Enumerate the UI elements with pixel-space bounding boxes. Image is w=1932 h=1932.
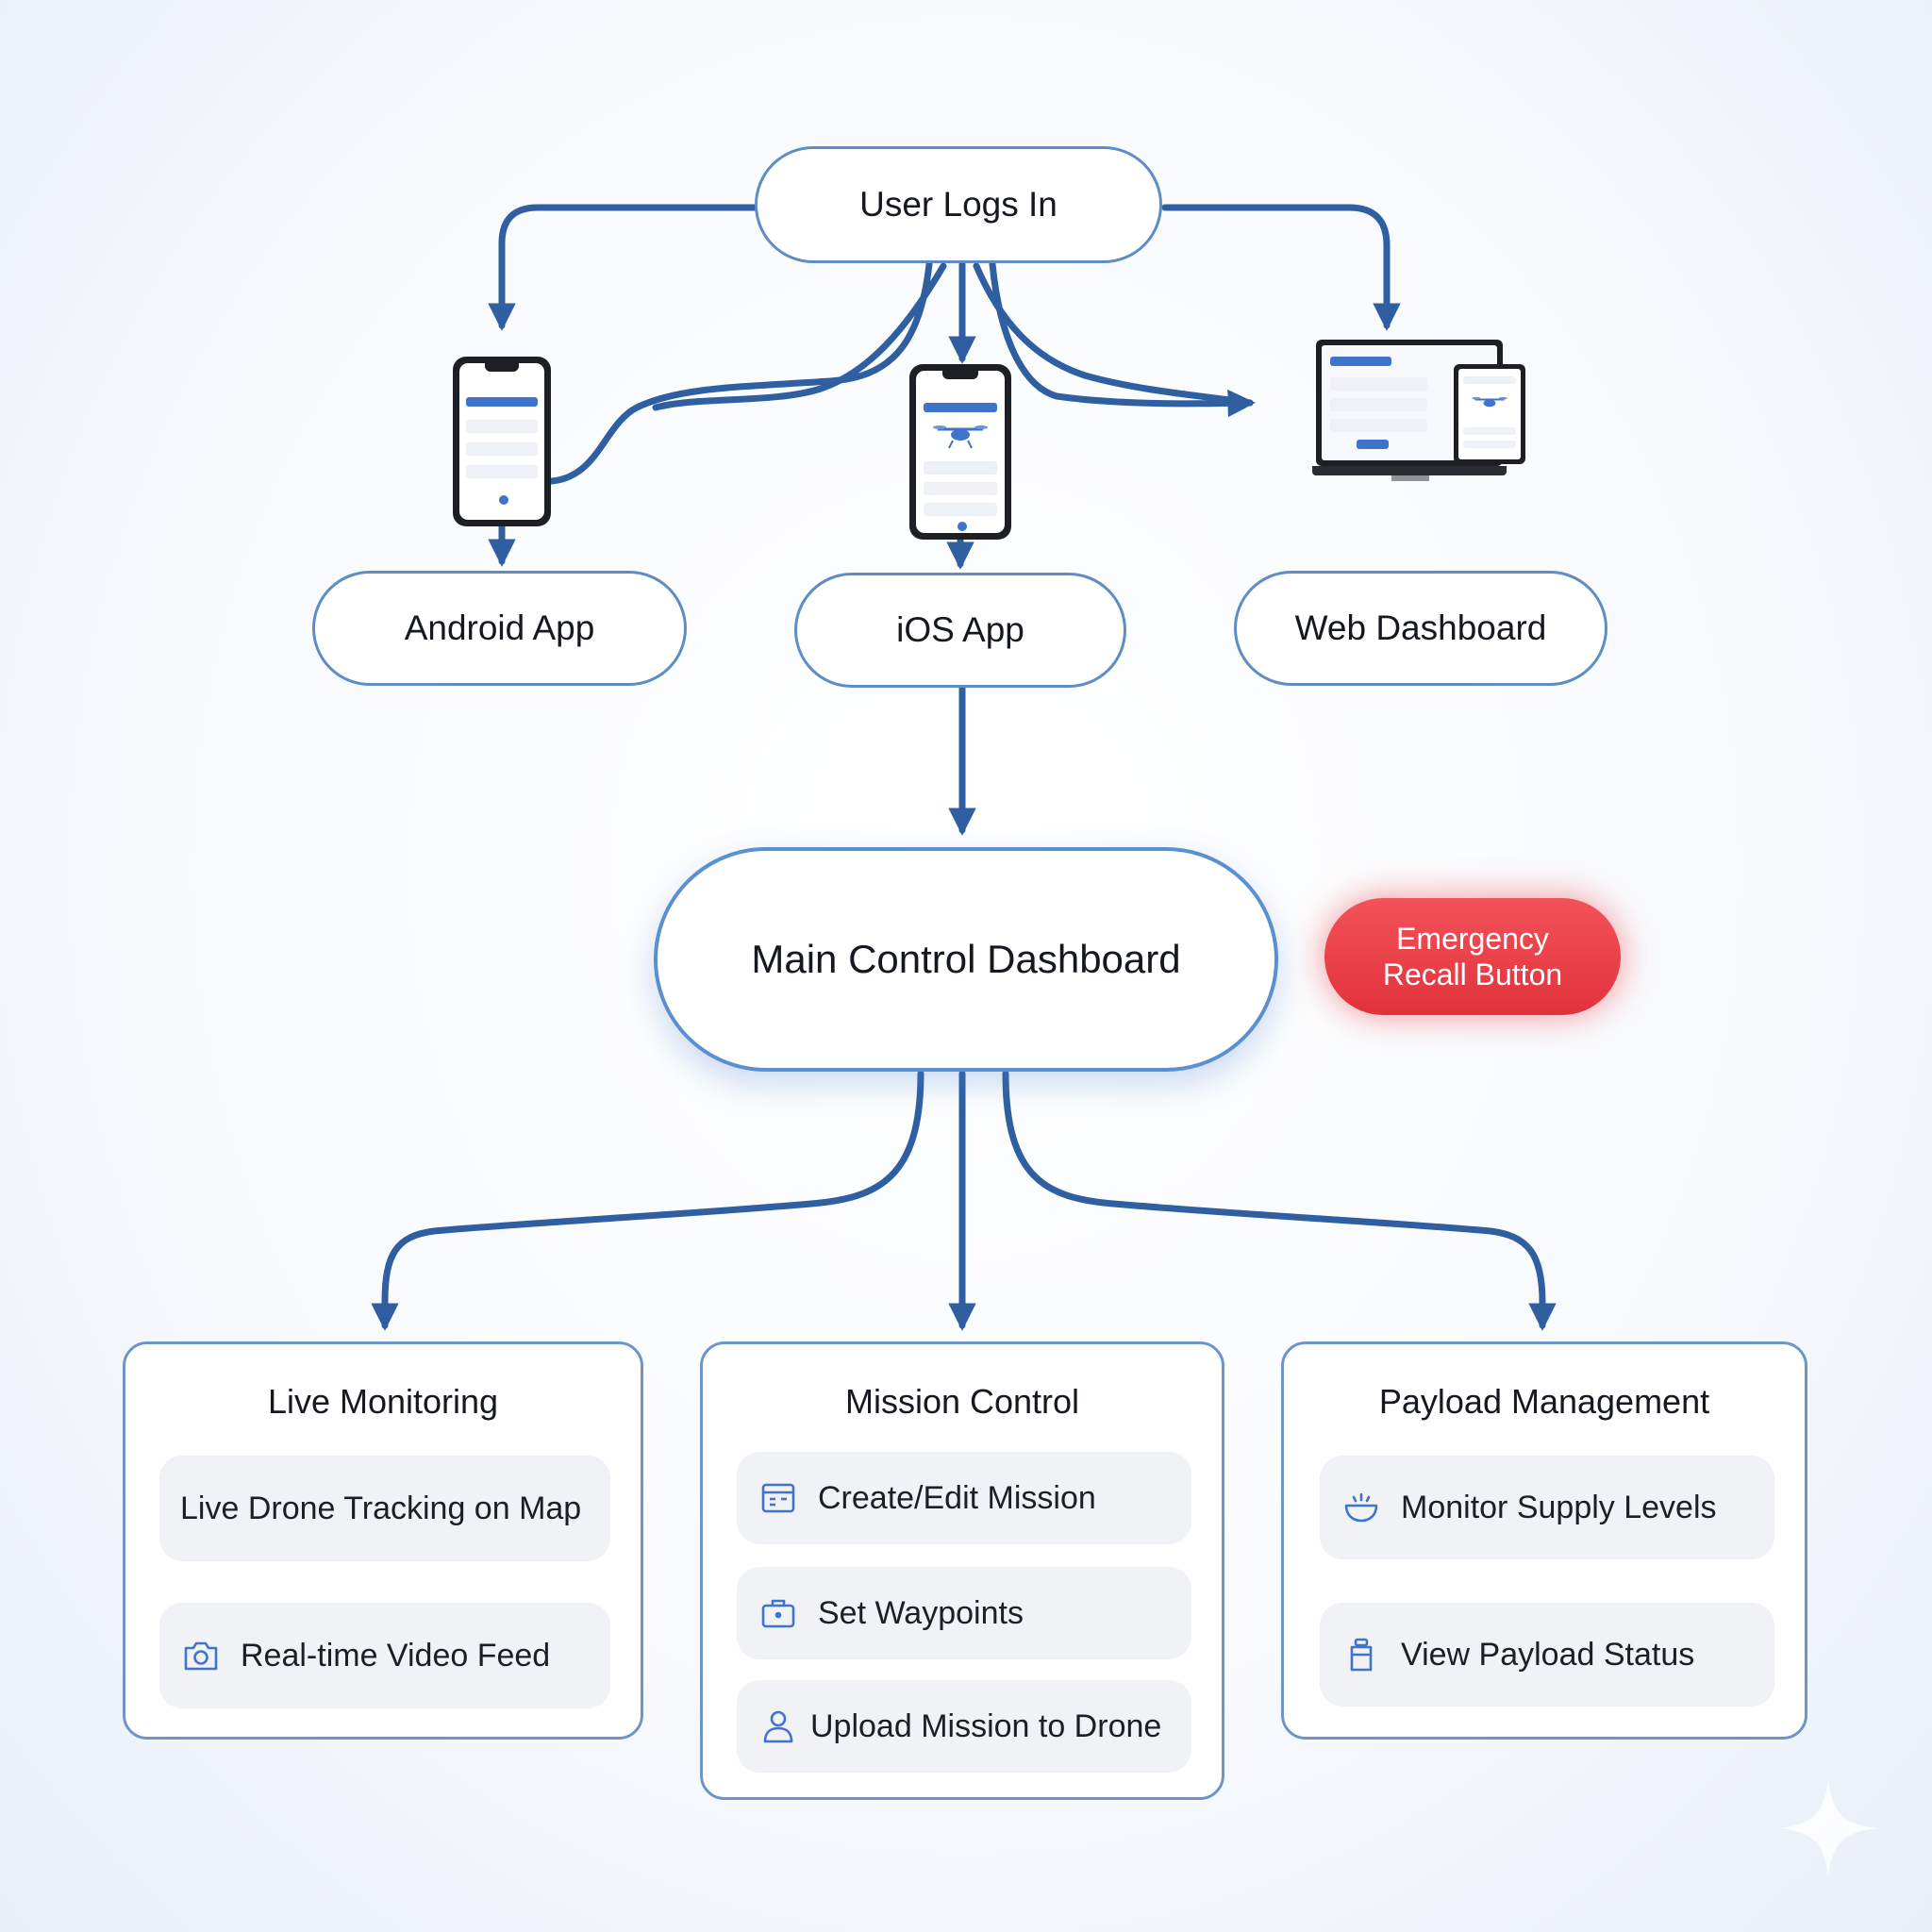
live-monitoring-title: Live Monitoring (267, 1382, 499, 1421)
monitor-base (1391, 475, 1429, 481)
web-dashboard-node: Web Dashboard (1234, 571, 1607, 686)
curve-login-to-web-upper (973, 262, 1254, 407)
main-control-dashboard-node: Main Control Dashboard (654, 847, 1278, 1072)
mission-control-title: Mission Control (844, 1382, 1080, 1421)
curve-login-to-ios-left (652, 262, 947, 411)
screen-dot (499, 495, 508, 505)
screen-header-bar (466, 397, 538, 407)
user-icon (763, 1710, 793, 1743)
screen-row (1330, 377, 1427, 391)
monitor-stand (1312, 466, 1507, 475)
android-phone-mockup (453, 357, 551, 526)
screen-header-bar (923, 403, 998, 412)
screen-row (923, 503, 998, 516)
drone-icon (933, 425, 988, 449)
tablet-screen (1458, 369, 1521, 459)
emergency-recall-button[interactable]: Emergency Recall Button (1324, 898, 1621, 1015)
web-desktop-mockup (1312, 340, 1533, 491)
real-time-video-feed-label: Real-time Video Feed (241, 1637, 551, 1674)
drone-icon (1472, 396, 1507, 408)
ios-app-node: iOS App (794, 573, 1126, 688)
phone-notch (485, 363, 519, 372)
arrow-login-to-android-device (488, 204, 758, 331)
screen-row (1463, 376, 1516, 384)
create-edit-mission-item[interactable]: Create/Edit Mission (737, 1452, 1191, 1544)
phone-notch (942, 371, 978, 379)
briefcase-icon (761, 1599, 795, 1628)
screen-dot (958, 522, 967, 531)
screen-row (923, 461, 998, 475)
set-waypoints-label: Set Waypoints (818, 1594, 1024, 1631)
set-waypoints-item[interactable]: Set Waypoints (737, 1567, 1191, 1659)
emergency-recall-label-line1: Emergency (1396, 921, 1549, 956)
live-drone-tracking-label: Live Drone Tracking on Map (180, 1490, 582, 1526)
emergency-recall-label: Emergency Recall Button (1383, 921, 1562, 993)
monitor-supply-levels-label: Monitor Supply Levels (1401, 1489, 1717, 1525)
create-edit-mission-label: Create/Edit Mission (818, 1479, 1096, 1516)
screen-button-bar (1357, 440, 1389, 449)
android-app-node: Android App (312, 571, 687, 686)
branch-main-to-payload-management (1002, 1070, 1557, 1331)
screen-row (466, 420, 538, 433)
emergency-recall-label-line2: Recall Button (1382, 958, 1563, 991)
camera-icon (184, 1641, 218, 1671)
payload-management-card: Payload Management Monitor Supply Levels… (1281, 1341, 1807, 1740)
screen-row (466, 442, 538, 456)
arrow-login-to-web-device (1161, 204, 1401, 331)
curve-login-to-android (548, 260, 933, 485)
tablet-bezel (1454, 364, 1525, 464)
upload-mission-item[interactable]: Upload Mission to Drone (737, 1680, 1191, 1773)
calendar-icon (761, 1483, 795, 1513)
user-logs-in-label: User Logs In (859, 185, 1058, 224)
view-payload-status-label: View Payload Status (1401, 1636, 1695, 1673)
curve-login-to-web (989, 260, 1256, 418)
android-phone-screen (459, 363, 544, 520)
ios-app-label: iOS App (896, 610, 1024, 649)
user-logs-in-node: User Logs In (755, 146, 1162, 263)
payload-management-title: Payload Management (1378, 1382, 1710, 1421)
real-time-video-feed-item[interactable]: Real-time Video Feed (159, 1603, 610, 1708)
screen-row (923, 482, 998, 495)
sparkle-watermark-icon (1779, 1779, 1877, 1877)
screen-row (1330, 398, 1427, 411)
live-monitoring-card: Live Monitoring Live Drone Tracking on M… (123, 1341, 643, 1740)
screen-row (466, 465, 538, 478)
screen-row (1463, 441, 1516, 448)
supply-bowl-icon (1344, 1492, 1378, 1523)
monitor-supply-levels-item[interactable]: Monitor Supply Levels (1320, 1456, 1774, 1559)
screen-row (1330, 419, 1427, 432)
web-dashboard-label: Web Dashboard (1294, 608, 1547, 647)
mission-control-card: Mission Control Create/Edit Mission Set … (700, 1341, 1224, 1800)
ios-phone-mockup (909, 364, 1011, 540)
android-app-label: Android App (404, 608, 595, 647)
branch-main-to-live-monitoring (371, 1070, 924, 1331)
screen-header-bar (1330, 357, 1392, 366)
upload-mission-label: Upload Mission to Drone (810, 1707, 1162, 1744)
main-control-dashboard-label: Main Control Dashboard (751, 937, 1181, 981)
view-payload-status-item[interactable]: View Payload Status (1320, 1603, 1774, 1707)
live-drone-tracking-item[interactable]: Live Drone Tracking on Map (159, 1456, 610, 1561)
container-icon (1350, 1638, 1373, 1672)
screen-row (1463, 427, 1516, 435)
ios-phone-screen (916, 371, 1005, 533)
